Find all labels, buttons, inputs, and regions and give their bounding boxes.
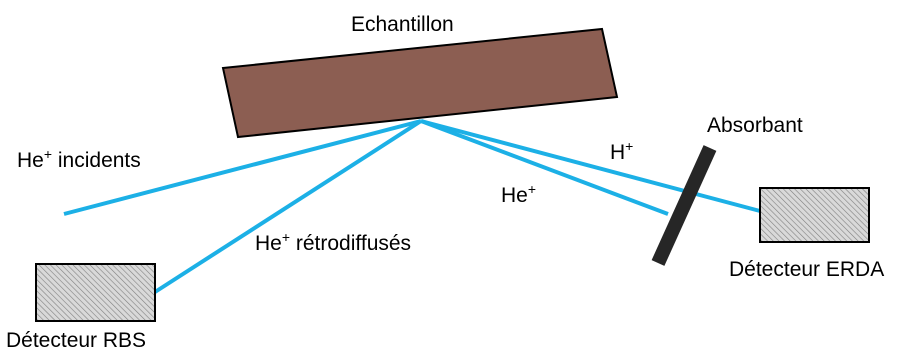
- backscattered-beam-label: He+ rétrodiffusés: [255, 229, 411, 255]
- erda-detector-label: Détecteur ERDA: [729, 258, 884, 281]
- backscattered-beam: [153, 119, 423, 294]
- recoil-h-beam: [420, 119, 761, 213]
- recoil-he-beam: [420, 119, 669, 216]
- sample-label: Echantillon: [351, 13, 454, 36]
- erda-detector: [759, 187, 870, 243]
- absorber-foil: [651, 145, 717, 266]
- beam-lines: [63, 119, 761, 294]
- rbs-detector: [35, 263, 156, 322]
- incident-beam: [63, 119, 422, 216]
- recoil-he-label: He+: [501, 181, 536, 207]
- sample: [221, 27, 619, 139]
- incident-beam-label: He+ incidents: [17, 146, 141, 172]
- rbs-detector-label: Détecteur RBS: [6, 329, 146, 352]
- recoil-h-label: H+: [610, 138, 633, 164]
- absorber-label: Absorbant: [707, 114, 803, 137]
